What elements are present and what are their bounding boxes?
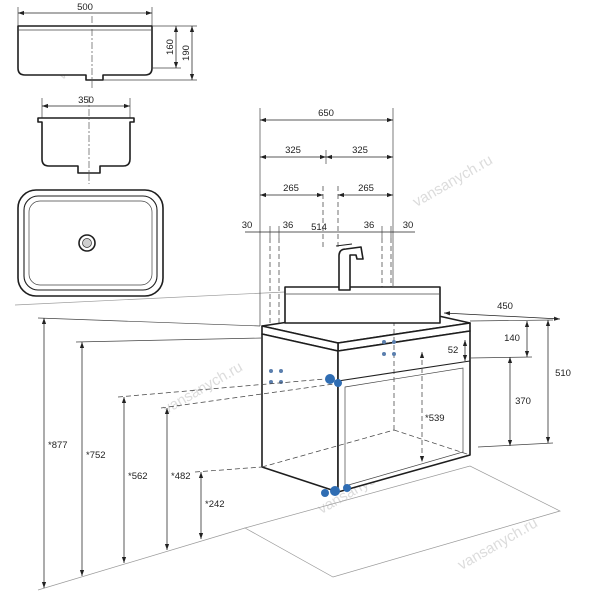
drawer-recess-label: 52 [448, 345, 459, 356]
depth-label: 450 [497, 301, 513, 312]
watermark-text: vansanych.ru [160, 358, 246, 417]
floor-outline [244, 465, 561, 578]
cabinet-height-label: 510 [555, 368, 571, 379]
basin-side-outline [17, 25, 153, 81]
mounting-holes [269, 340, 396, 384]
height-dimensions: 450 510 140 370 [443, 301, 571, 448]
cabinet-side-panel [261, 333, 339, 493]
watermark-text: vansanych.ru [455, 514, 541, 573]
inner-height-label: *539 [425, 413, 445, 424]
watermark-text: vansanych.ru [410, 151, 496, 210]
lower-mount-point [321, 489, 329, 497]
left-offset-label: 265 [283, 183, 299, 194]
basin-top-view [17, 189, 164, 297]
left-gap-label: 36 [283, 220, 294, 231]
basin-base-view: 350 [37, 95, 135, 184]
upper-mount-point [325, 374, 335, 384]
upper-mount-point [334, 379, 342, 387]
height-752-label: *752 [86, 450, 106, 461]
left-edge-label: 30 [242, 220, 253, 231]
height-242-label: *242 [205, 499, 225, 510]
right-offset-label: 265 [358, 183, 374, 194]
lower-mount-point [330, 486, 340, 496]
right-half-label: 325 [352, 145, 368, 156]
top-section-label: 140 [504, 333, 520, 344]
lower-section-label: 370 [515, 396, 531, 407]
basin-bowl-height-label: 160 [165, 39, 176, 55]
height-877-label: *877 [48, 440, 68, 451]
inner-span-label: 514 [311, 222, 327, 233]
washbasin [284, 286, 441, 324]
right-gap-label: 36 [364, 220, 375, 231]
drawer-edge [337, 360, 471, 382]
right-edge-label: 30 [403, 220, 414, 231]
cabinet-width-label: 650 [318, 108, 334, 119]
height-482-label: *482 [171, 471, 191, 482]
basin-base-outline [37, 117, 135, 174]
height-562-label: *562 [128, 471, 148, 482]
installation-heights: *877 *752 *562 *482 *242 [37, 317, 335, 588]
mounting-points [321, 374, 351, 497]
basin-width-label: 500 [77, 2, 93, 13]
vanity-cabinet: 52 *539 [261, 243, 471, 497]
faucet-icon [338, 246, 364, 291]
basin-base-width-label: 350 [78, 95, 94, 106]
basin-side-view: 500 160 190 [17, 2, 197, 88]
reference-lines [14, 291, 561, 591]
left-half-label: 325 [285, 145, 301, 156]
lower-mount-point [343, 484, 351, 492]
basin-total-height-label: 190 [181, 45, 192, 61]
